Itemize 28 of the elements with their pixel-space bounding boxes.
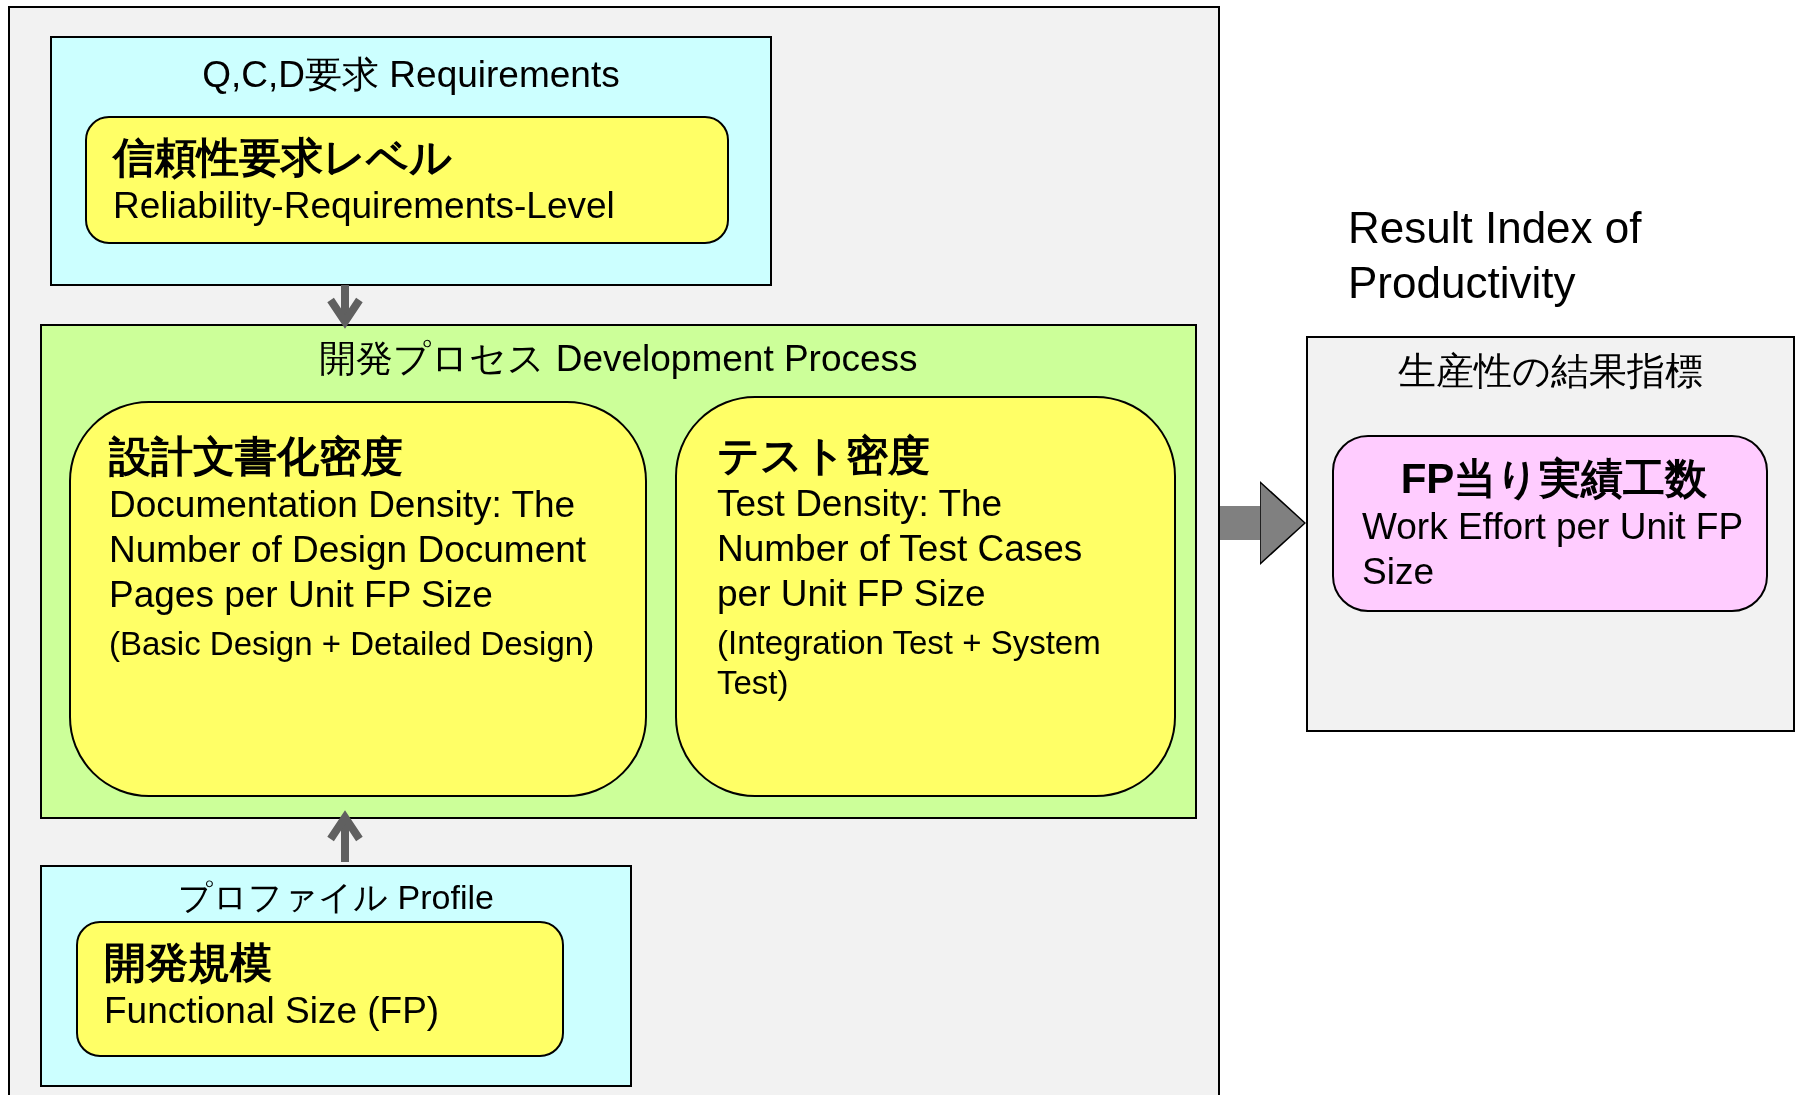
title-text: 設計文書化密度 [109,432,404,482]
outer-panel [8,6,1220,1095]
heading-text: Result Index of Productivity [1348,202,1643,309]
heading-text: Q,C,D要求 Requirements [201,53,621,97]
heading-text: プロファイル Profile [177,877,495,918]
result-box [1332,435,1768,612]
body-text: Documentation Density: The Number of Design Document Pages per Unit FP Size [109,483,588,618]
title-text: FP当り実績工数 [1399,454,1709,504]
block-arrow [1220,481,1306,565]
panel-heading: 生産性の結果指標 [1397,349,1704,394]
note-text: (Integration Test + System Test) [717,622,1102,703]
heading-text: 開発プロセス Development Process [318,337,919,381]
process-box [69,401,647,797]
requirements-box [50,36,772,286]
title-text: 信頼性要求レベル [113,133,453,183]
process-group-box [40,324,1197,819]
process-box [675,396,1176,797]
body-text: Functional Size (FP) [104,989,441,1034]
title-text: 開発規模 [104,938,273,988]
profile-box [40,865,632,1087]
body-text: Test Density: The Number of Test Cases per Unit FP Size [717,482,1084,617]
arrow [326,285,364,326]
process-box [85,116,729,244]
process-box [76,921,564,1057]
body-text: Work Effort per Unit FP Size [1362,505,1744,595]
title-text: テスト密度 [717,431,931,481]
note-text: (Basic Design + Detailed Design) [109,623,596,664]
body-text: Reliability-Requirements-Level [113,184,616,229]
